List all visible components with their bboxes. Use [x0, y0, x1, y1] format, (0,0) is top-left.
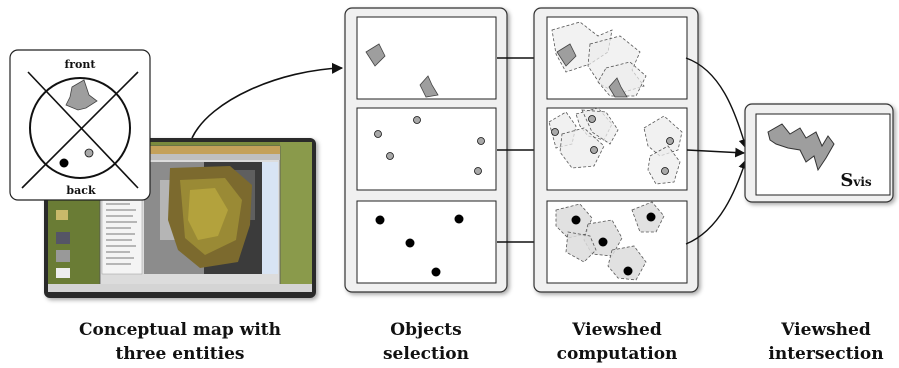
caption-objects-line1: Objects [390, 320, 462, 340]
caption-viewshed-intersection: Viewshed intersection [755, 318, 897, 366]
caption-viewshed-intersection-line2: intersection [768, 344, 884, 364]
conceptual-panel: front back [9, 49, 151, 201]
black-dot [59, 158, 69, 168]
caption-conceptual-line1: Conceptual map with [79, 320, 281, 340]
caption-viewshed-computation: Viewshed computation [546, 318, 688, 366]
caption-objects-line2: selection [382, 344, 470, 364]
caption-viewshed-intersection-line1: Viewshed [781, 320, 871, 340]
svis-main: S [840, 170, 853, 191]
svis-sub: vis [852, 175, 872, 189]
gray-polygon [65, 79, 98, 111]
arrow-to-objects [191, 62, 344, 139]
caption-objects: Objects selection [366, 318, 486, 366]
caption-conceptual-line2: three entities [115, 344, 245, 364]
svis-label: Svis [840, 170, 872, 191]
objects-selection-column [344, 7, 508, 293]
caption-viewshed-computation-line1: Viewshed [572, 320, 662, 340]
gray-dot [84, 148, 94, 158]
caption-conceptual: Conceptual map with three entities [60, 318, 300, 366]
gis-screenshot [44, 138, 316, 298]
arrow-merge-top [685, 57, 749, 149]
arrow-merge-mid [686, 147, 745, 158]
viewshed-intersection-panel: Svis [744, 103, 894, 203]
svis-shape [767, 123, 835, 172]
arrow-merge-bottom [685, 159, 748, 245]
back-label: back [66, 184, 96, 197]
caption-viewshed-computation-line2: computation [556, 344, 678, 364]
viewshed-computation-column [533, 7, 699, 293]
front-label: front [65, 58, 97, 71]
